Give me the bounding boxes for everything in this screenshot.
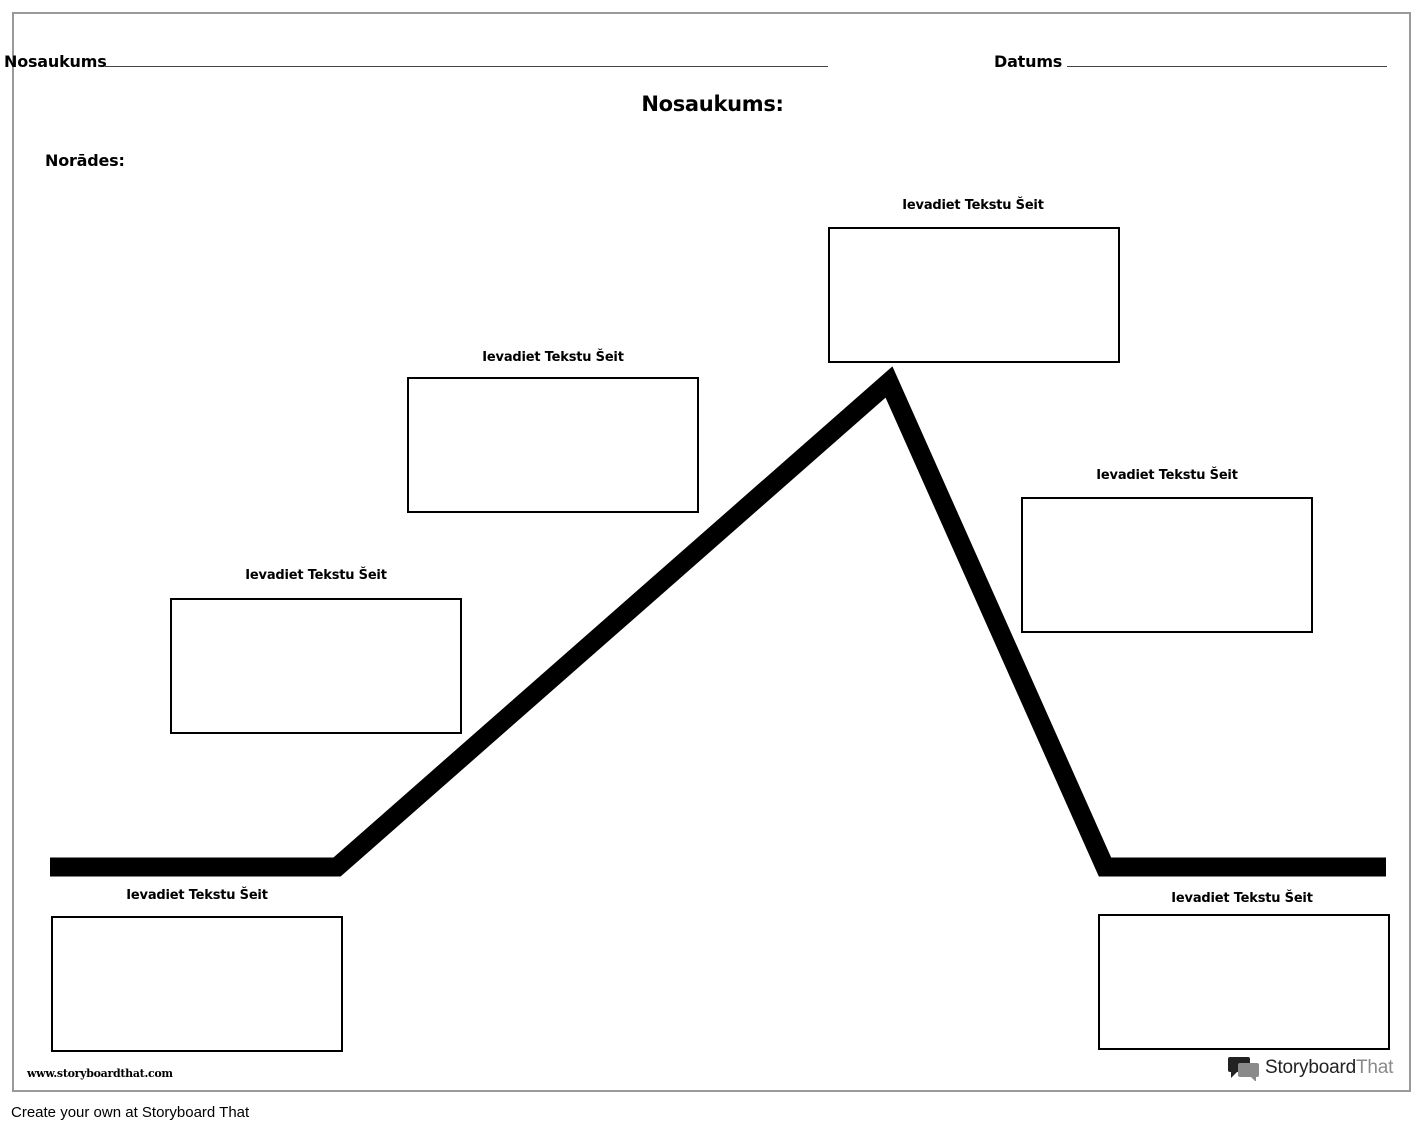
falling-action-label: Ievadiet Tekstu Šeit (1096, 468, 1238, 483)
rising-action-2-box[interactable] (407, 377, 699, 513)
exposition-box[interactable] (51, 916, 343, 1052)
plot-arc-line (50, 366, 1386, 877)
brand-name: StoryboardThat (1265, 1057, 1393, 1079)
date-label: Datums (994, 52, 1063, 71)
resolution-label: Ievadiet Tekstu Šeit (1171, 891, 1313, 906)
site-url: www.storyboardthat.com (27, 1067, 173, 1080)
rising-action-label: Ievadiet Tekstu Šeit (245, 568, 387, 583)
name-label: Nosaukums (4, 52, 107, 71)
falling-action-box[interactable] (1021, 497, 1313, 633)
date-line (1067, 66, 1387, 67)
rising-action-box[interactable] (170, 598, 462, 734)
name-line (105, 66, 828, 67)
instructions-label: Norādes: (45, 151, 125, 170)
exposition-label: Ievadiet Tekstu Šeit (126, 888, 268, 903)
brand-name-light: That (1355, 1057, 1394, 1078)
resolution-box[interactable] (1098, 914, 1390, 1050)
create-your-own-link[interactable]: Create your own at Storyboard That (11, 1104, 250, 1121)
worksheet-title: Nosaukums: (641, 92, 784, 116)
rising-action-2-label: Ievadiet Tekstu Šeit (482, 350, 624, 365)
storyboardthat-logo: StoryboardThat (1228, 1055, 1393, 1081)
speech-bubbles-icon (1228, 1057, 1259, 1081)
brand-name-dark: Storyboard (1265, 1057, 1356, 1078)
climax-box[interactable] (828, 227, 1120, 363)
climax-label: Ievadiet Tekstu Šeit (902, 198, 1044, 213)
